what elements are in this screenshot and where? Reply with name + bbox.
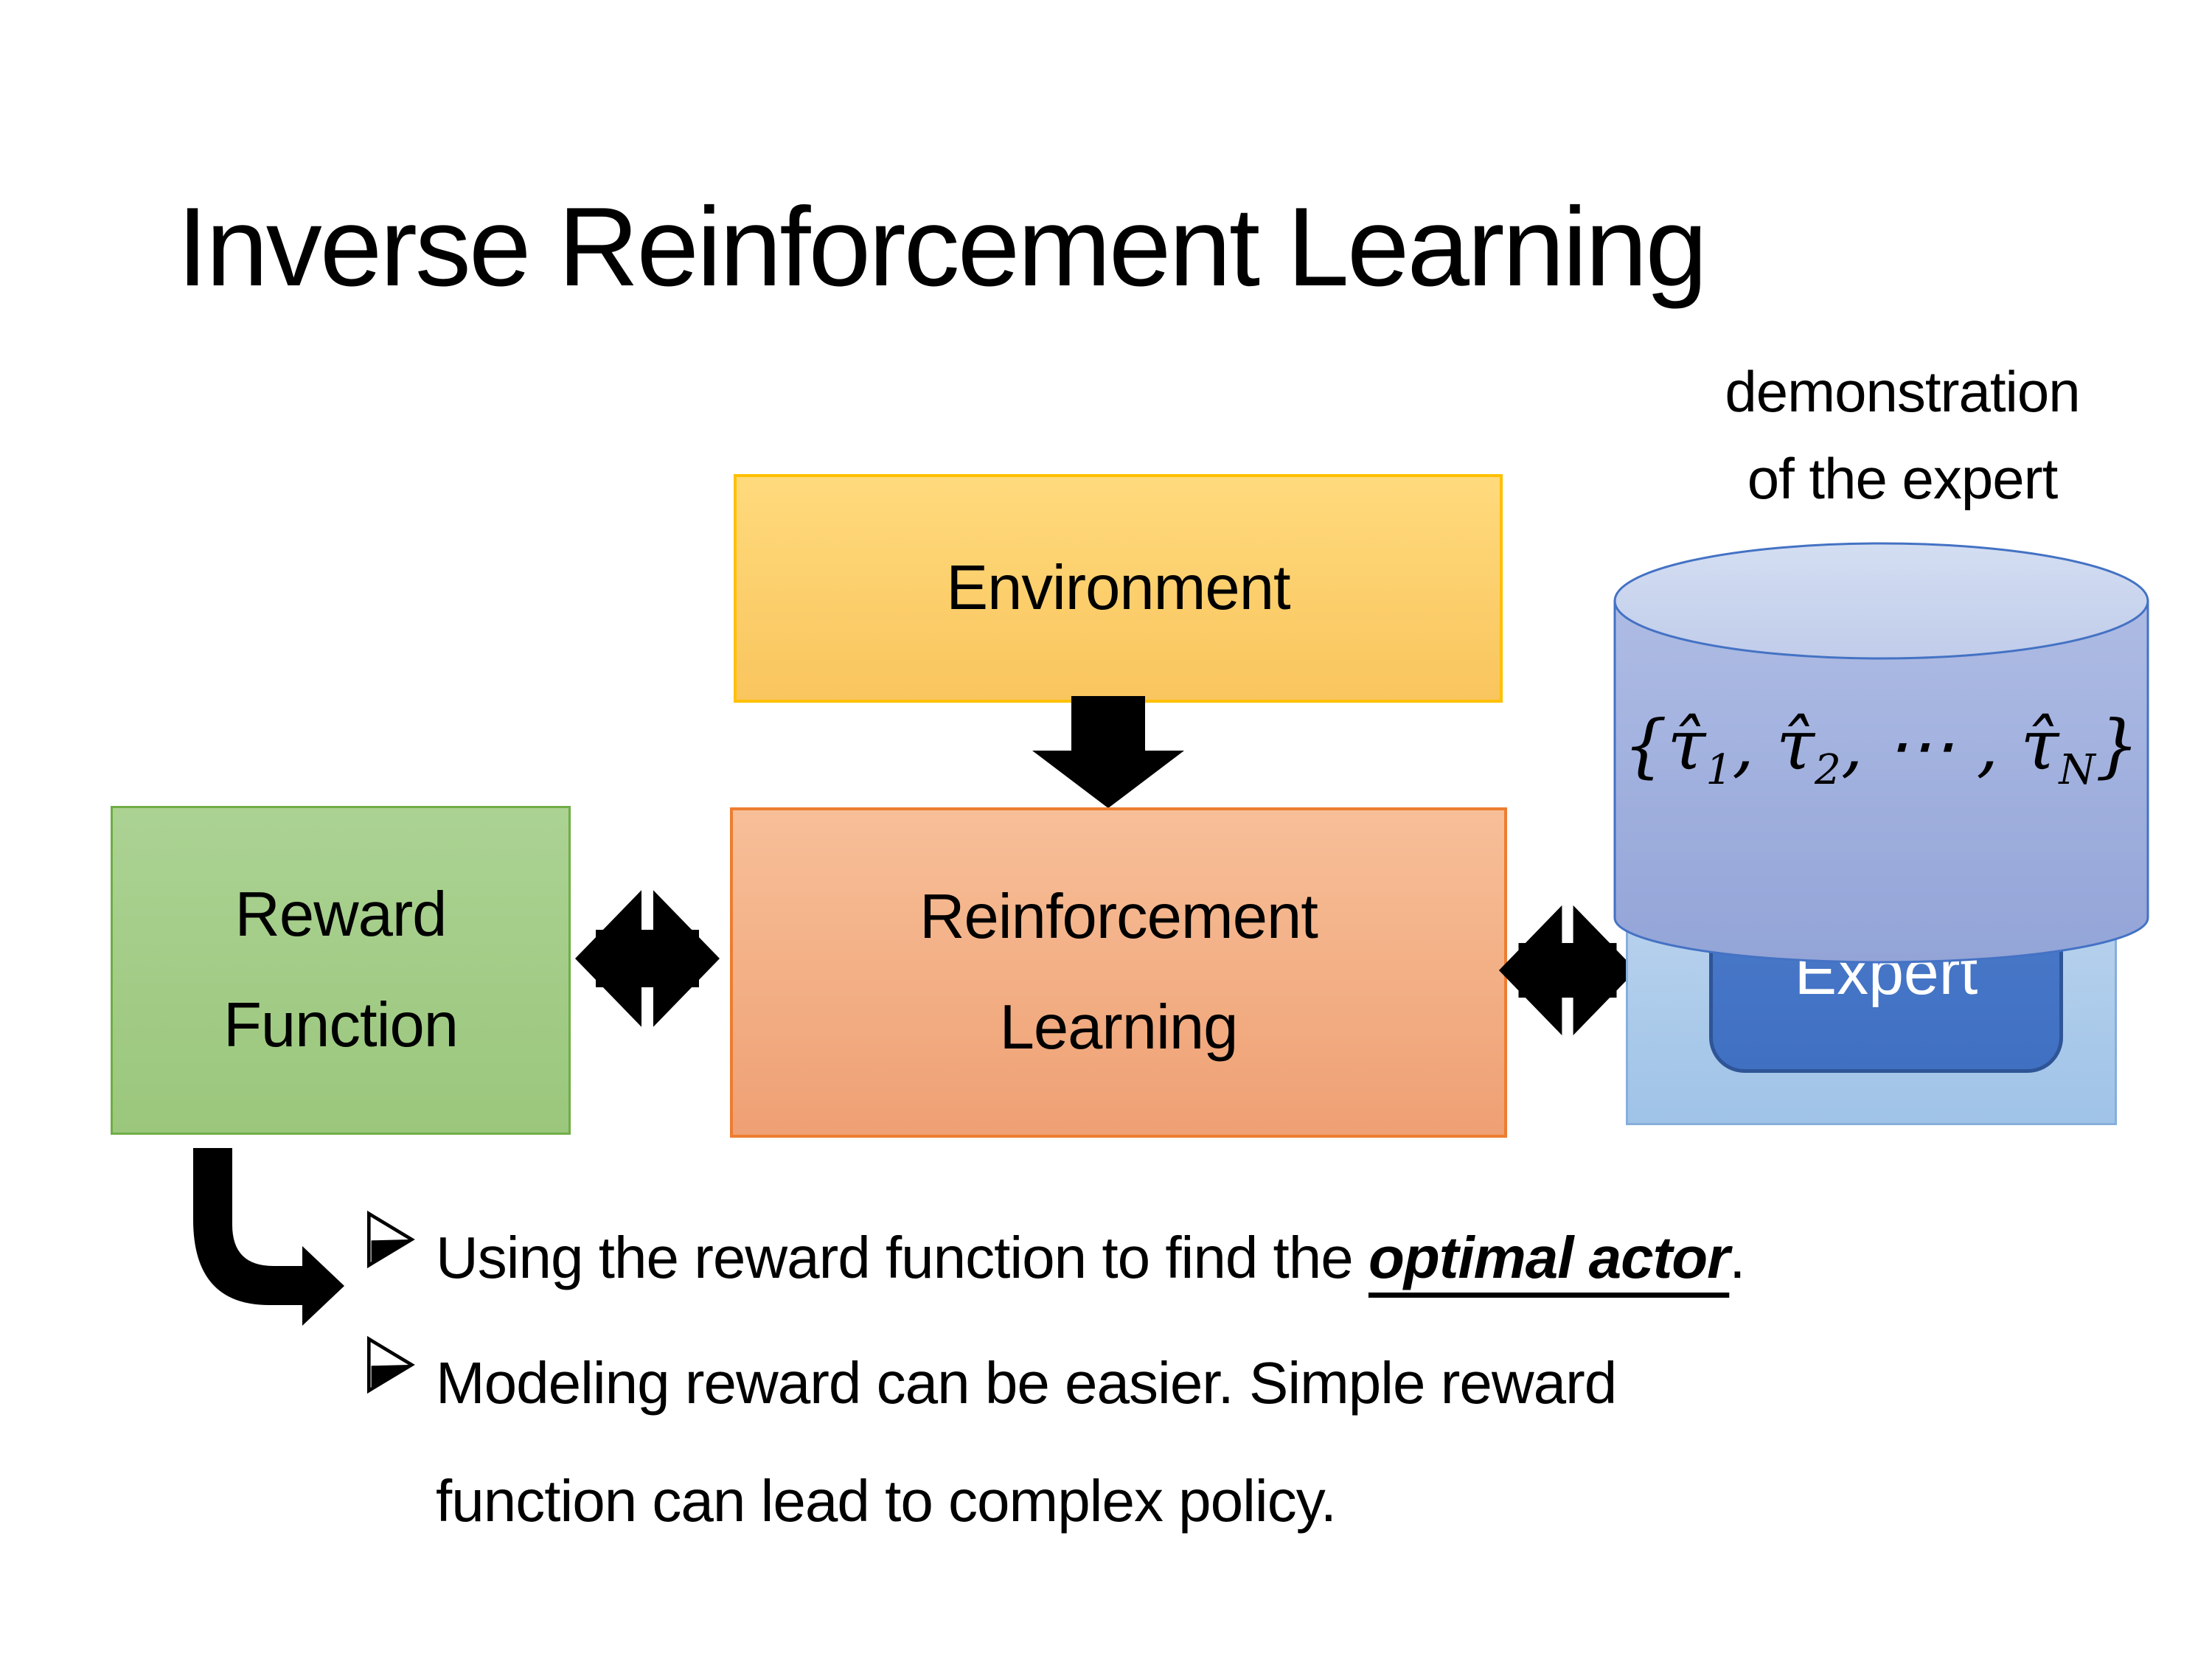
reward-function-label-line2: Function	[223, 990, 459, 1060]
page-title: Inverse Reinforcement Learning	[177, 184, 1708, 310]
reinforcement-learning-box: Reinforcement Learning	[730, 801, 1513, 1138]
formula-tau-2: τ̂	[1776, 706, 1815, 786]
bullet-arrowhead-icon	[366, 1210, 415, 1269]
bullet-optimal-actor: Using the reward function to find the op…	[366, 1199, 1746, 1317]
double-arrow-right-icon	[1498, 898, 1637, 1043]
bullet2-line2: function can lead to complex policy.	[436, 1468, 1337, 1534]
reward-function-label: Reward Function	[223, 860, 459, 1081]
formula-tau-n: τ̂	[2020, 706, 2059, 786]
demonstration-caption-line1: demonstration	[1725, 359, 2080, 424]
reward-function-box: Reward Function	[111, 806, 571, 1135]
bullet-arrowhead-icon	[366, 1335, 415, 1394]
demonstration-caption-line2: of the expert	[1747, 446, 2059, 511]
down-arrow-icon	[1032, 696, 1184, 808]
environment-label: Environment	[946, 553, 1290, 623]
trajectory-set-formula: {τ̂1, τ̂2, ⋯ , τ̂N}	[1613, 702, 2149, 790]
reinforcement-learning-label-line2: Learning	[999, 992, 1239, 1062]
formula-close-brace: }	[2095, 706, 2140, 786]
bullet1-suffix: .	[1729, 1225, 1745, 1290]
bent-arrow-icon	[193, 1148, 344, 1326]
demonstration-caption: demonstration of the expert	[1622, 348, 2183, 522]
double-arrow-left-icon	[575, 883, 720, 1034]
formula-tau-1: τ̂	[1667, 706, 1706, 786]
formula-open-brace: {	[1623, 706, 1668, 786]
formula-separator-1: ,	[1732, 706, 1776, 786]
bullet1-prefix: Using the reward function to find the	[436, 1225, 1368, 1290]
demonstration-database-cylinder	[1613, 542, 2149, 964]
formula-sub-n: N	[2059, 745, 2096, 794]
bullet-modeling-reward-text: Modeling reward can be easier. Simple re…	[436, 1324, 1617, 1560]
reinforcement-learning-label: Reinforcement Learning	[919, 862, 1318, 1083]
reward-function-label-line1: Reward	[234, 880, 448, 950]
reinforcement-learning-label-line1: Reinforcement	[919, 882, 1318, 952]
bullet1-emphasis: optimal actor	[1368, 1225, 1730, 1290]
formula-separator-dots: , ⋯ ,	[1840, 706, 2021, 786]
bullet-optimal-actor-text: Using the reward function to find the op…	[436, 1199, 1746, 1317]
bullet2-line1: Modeling reward can be easier. Simple re…	[436, 1350, 1617, 1416]
formula-sub-2: 2	[1815, 745, 1841, 794]
bullet-modeling-reward: Modeling reward can be easier. Simple re…	[366, 1324, 1617, 1560]
formula-sub-1: 1	[1705, 745, 1733, 794]
environment-box: Environment	[734, 474, 1503, 703]
